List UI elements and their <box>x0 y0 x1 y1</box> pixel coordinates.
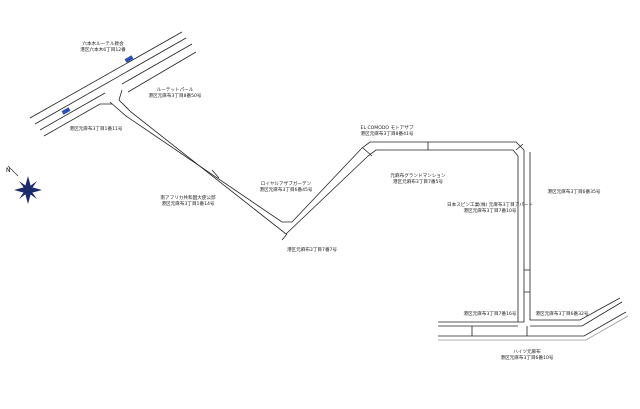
bottom-road-edge <box>438 315 629 341</box>
main-road-edge <box>39 43 193 131</box>
label-building: EL COMODO モトアザブ港区元麻布3丁目8番41号 <box>360 126 414 137</box>
label-address: 港区元麻布3丁目6番32号 <box>535 312 589 317</box>
label-embassy: 南アフリカ共和国大使公邸港区元麻布3丁目1番14号 <box>160 196 216 207</box>
width-marker <box>211 142 530 336</box>
bottom-road-edge <box>438 301 623 327</box>
branch-road-edge <box>118 89 519 322</box>
north-label: N <box>6 167 11 174</box>
bottom-road-edge <box>438 311 627 337</box>
main-road-edge <box>34 37 187 125</box>
compass-icon <box>7 165 42 204</box>
label-address: 港区元麻布3丁目1番11号 <box>69 127 123 132</box>
label-church: 六本木ルーテル教会港区六本木6丁目12番 <box>80 42 126 53</box>
label-building: 日本スピン工業(株) 元麻布3丁目アパート港区元麻布3丁目7番10号 <box>447 203 533 214</box>
parking-marker <box>124 55 134 63</box>
parking-marker <box>61 107 71 115</box>
label-building: 元麻布グランドマンション港区元麻布3丁目7番5号 <box>390 174 446 185</box>
label-address: 港区元麻布3丁目7番7号 <box>286 248 338 253</box>
label-building: ルーテットパール港区元麻布3丁目8番50号 <box>148 88 202 99</box>
label-building: ロイヤルアザブガーデン港区元麻布3丁目6番45号 <box>259 182 313 193</box>
main-road-edge <box>43 51 197 137</box>
label-address: 港区元麻布3丁目7番16号 <box>463 312 517 317</box>
label-building: ハイツ元麻布港区元麻布3丁目6番10号 <box>500 350 554 361</box>
label-address: 港区元麻布3丁目6番35号 <box>547 190 601 195</box>
main-road-edge <box>29 31 183 119</box>
branch-road-edge <box>529 152 621 321</box>
